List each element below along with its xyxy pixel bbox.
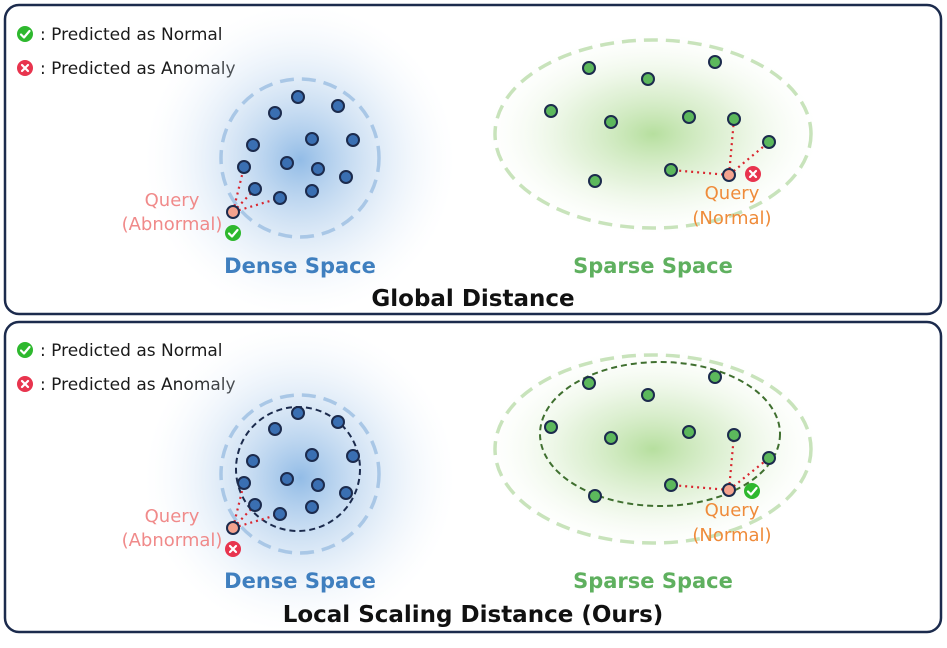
query-normal-label: (Normal) bbox=[692, 525, 771, 546]
data-point bbox=[339, 486, 353, 500]
panel-title: Global Distance bbox=[371, 286, 574, 312]
dense-space: Query (Abnormal) Dense Space bbox=[122, 5, 455, 315]
cross-icon bbox=[745, 166, 761, 182]
cross-icon bbox=[17, 376, 33, 392]
query-point bbox=[226, 205, 240, 219]
sparse-points bbox=[544, 370, 776, 503]
panel-title: Local Scaling Distance (Ours) bbox=[283, 602, 664, 628]
data-point bbox=[305, 448, 319, 462]
data-point bbox=[544, 104, 558, 118]
legend-normal-label: : Predicted as Normal bbox=[40, 25, 223, 45]
dense-boundary bbox=[219, 77, 381, 239]
data-point bbox=[604, 431, 618, 445]
cross-icon bbox=[225, 541, 241, 557]
data-point bbox=[641, 388, 655, 402]
query-label: Query bbox=[705, 500, 760, 521]
data-point bbox=[268, 422, 282, 436]
query-label: Query bbox=[705, 183, 760, 204]
data-point bbox=[273, 191, 287, 205]
data-point bbox=[291, 90, 305, 104]
data-point bbox=[727, 112, 741, 126]
data-point bbox=[582, 61, 596, 75]
data-point bbox=[727, 428, 741, 442]
data-point bbox=[331, 99, 345, 113]
data-point bbox=[280, 472, 294, 486]
data-point bbox=[331, 415, 345, 429]
data-point bbox=[291, 406, 305, 420]
data-point bbox=[604, 115, 618, 129]
legend-normal-label: : Predicted as Normal bbox=[40, 341, 223, 361]
data-point bbox=[237, 160, 251, 174]
dense-space-label: Dense Space bbox=[224, 569, 376, 593]
data-point bbox=[588, 174, 602, 188]
data-point bbox=[237, 476, 251, 490]
query-label: Query bbox=[145, 190, 200, 211]
dense-glow bbox=[145, 323, 455, 633]
sparse-glow bbox=[488, 349, 818, 549]
dense-space: Query (Abnormal) Dense Space bbox=[122, 323, 455, 633]
data-point bbox=[311, 162, 325, 176]
data-point bbox=[708, 55, 722, 69]
data-point bbox=[311, 478, 325, 492]
data-point bbox=[246, 454, 260, 468]
data-point bbox=[346, 133, 360, 147]
check-icon bbox=[225, 225, 241, 241]
query-point bbox=[722, 168, 736, 182]
data-point bbox=[346, 449, 360, 463]
check-icon bbox=[17, 26, 33, 42]
query-links bbox=[670, 434, 770, 492]
query-links bbox=[231, 482, 281, 530]
query-point bbox=[722, 483, 736, 497]
query-abnormal-label: (Abnormal) bbox=[122, 530, 223, 551]
query-point bbox=[226, 521, 240, 535]
panel-local-scaling-distance: : Predicted as Normal : Predicted as Ano… bbox=[3, 320, 943, 634]
check-icon bbox=[17, 342, 33, 358]
data-point bbox=[248, 182, 262, 196]
query-abnormal-label: (Abnormal) bbox=[122, 214, 223, 235]
sparse-space-label: Sparse Space bbox=[573, 569, 733, 593]
sparse-space: Query (Normal) Sparse Space bbox=[488, 349, 818, 593]
sparse-points bbox=[544, 55, 776, 188]
sparse-boundary bbox=[493, 353, 813, 545]
data-point bbox=[582, 376, 596, 390]
query-normal-label: (Normal) bbox=[692, 208, 771, 229]
dense-glow bbox=[145, 5, 455, 315]
sparse-space-label: Sparse Space bbox=[573, 254, 733, 278]
query-links bbox=[231, 166, 281, 214]
sparse-glow bbox=[488, 34, 818, 234]
data-point bbox=[664, 478, 678, 492]
data-point bbox=[544, 420, 558, 434]
panel-global-distance: : Predicted as Normal : Predicted as Ano… bbox=[3, 3, 943, 316]
data-point bbox=[641, 72, 655, 86]
data-point bbox=[682, 110, 696, 124]
data-point bbox=[305, 184, 319, 198]
dense-space-label: Dense Space bbox=[224, 254, 376, 278]
data-point bbox=[588, 489, 602, 503]
data-point bbox=[246, 138, 260, 152]
data-point bbox=[248, 498, 262, 512]
local-sparse-boundary bbox=[539, 361, 781, 507]
sparse-boundary bbox=[493, 38, 813, 230]
data-point bbox=[280, 156, 294, 170]
dense-boundary bbox=[219, 393, 381, 555]
data-point bbox=[708, 370, 722, 384]
query-label: Query bbox=[145, 506, 200, 527]
data-point bbox=[305, 132, 319, 146]
data-point bbox=[339, 170, 353, 184]
check-icon bbox=[744, 483, 760, 499]
data-point bbox=[762, 451, 776, 465]
dense-points bbox=[237, 406, 360, 521]
data-point bbox=[268, 106, 282, 120]
cross-icon bbox=[17, 60, 33, 76]
data-point bbox=[682, 425, 696, 439]
query-links bbox=[670, 118, 770, 177]
data-point bbox=[273, 507, 287, 521]
data-point bbox=[664, 163, 678, 177]
data-point bbox=[305, 500, 319, 514]
dense-points bbox=[237, 90, 360, 205]
data-point bbox=[762, 135, 776, 149]
sparse-space: Query (Normal) Sparse Space bbox=[488, 34, 818, 278]
